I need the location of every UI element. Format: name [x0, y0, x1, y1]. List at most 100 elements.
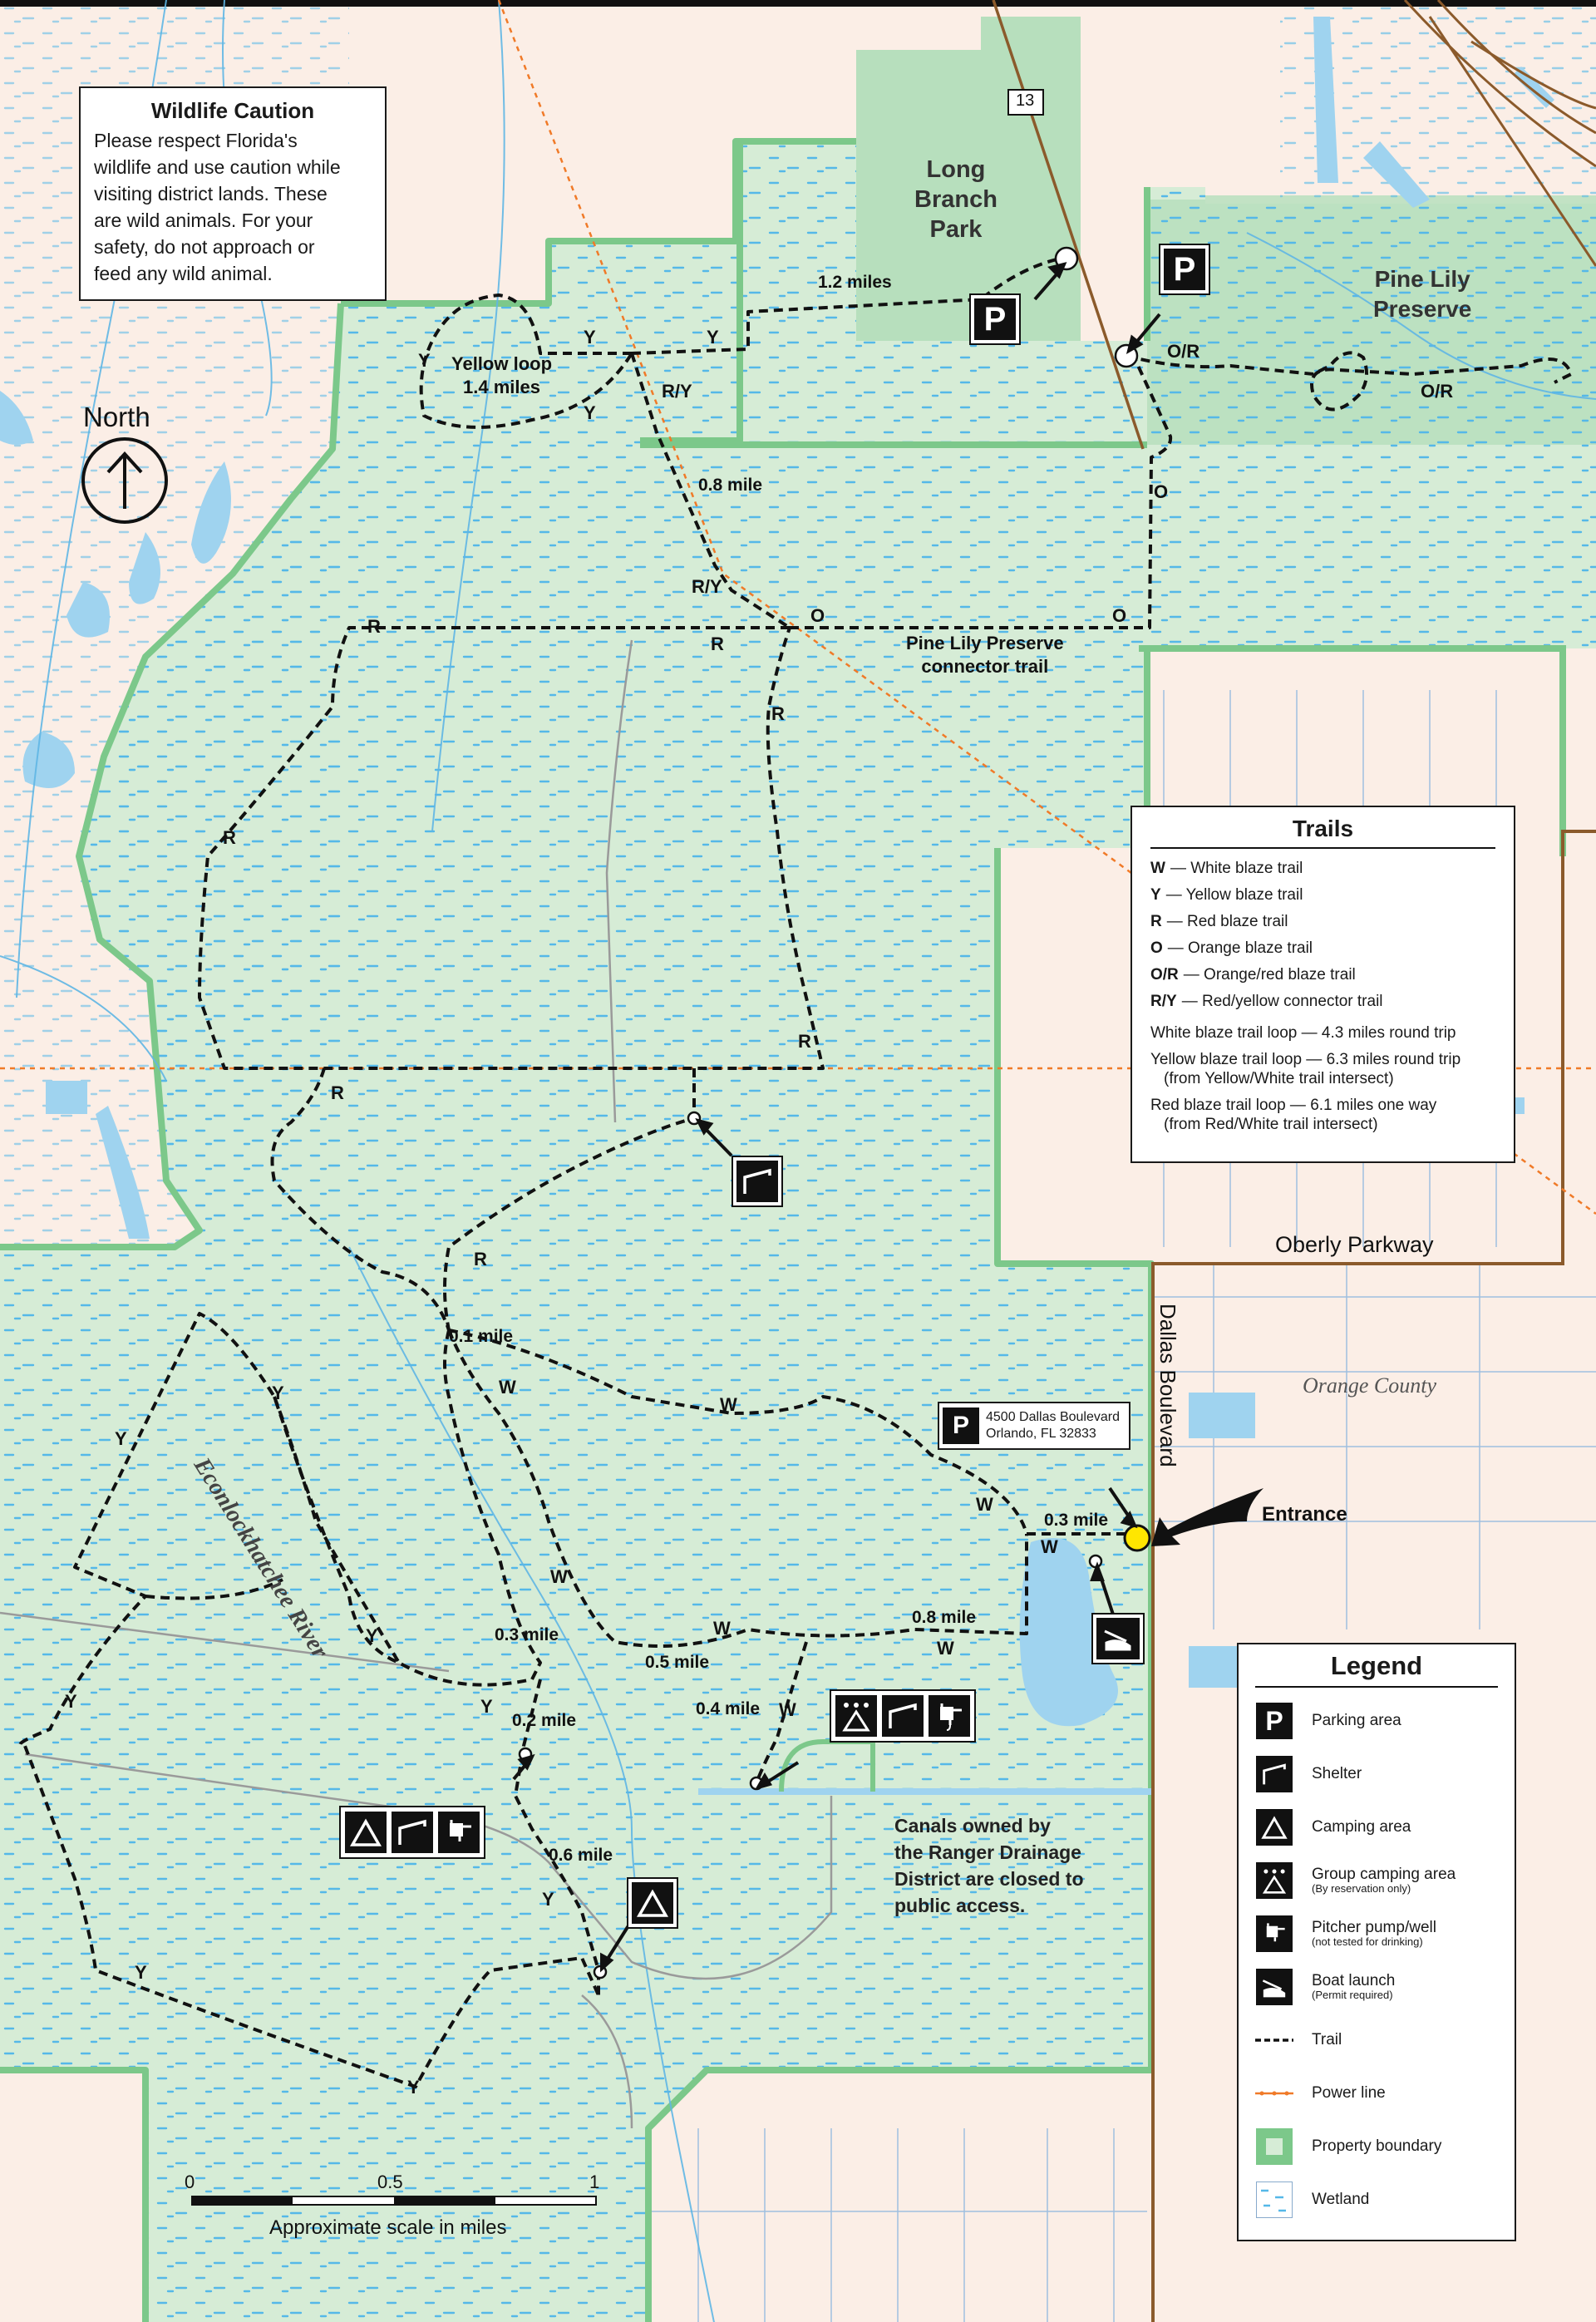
wildlife-caution-line: Please respect Florida's: [94, 130, 298, 151]
pump-icon[interactable]: [438, 1812, 480, 1853]
trail-loop-desc: Red blaze trail loop — 6.1 miles one way: [1150, 1097, 1437, 1114]
trail-letter: R: [331, 1082, 344, 1103]
legend-item: Group camping area(By reservation only): [1255, 1854, 1498, 1907]
legend-label-note: (By reservation only): [1312, 1882, 1411, 1895]
legend-item: Boat launch(Permit required): [1255, 1960, 1498, 2014]
distance-label: 0.3 mile: [495, 1625, 559, 1644]
legend-label-text: Camping area: [1312, 1818, 1411, 1836]
legend-item: Shelter: [1255, 1748, 1498, 1801]
trail-letter: Y: [542, 1889, 554, 1910]
wildlife-caution-line: feed any wild animal.: [94, 263, 273, 284]
canals-note-line: District are closed to: [894, 1868, 1084, 1890]
trail-letter: W: [550, 1566, 568, 1587]
camping-icon[interactable]: [345, 1812, 387, 1853]
pump-icon[interactable]: [929, 1695, 970, 1737]
legend-label-note: (not tested for drinking): [1312, 1935, 1423, 1948]
trail-letter: Y: [480, 1696, 493, 1717]
oberly-parkway-road: [1151, 830, 1596, 1265]
parking-icon[interactable]: P: [1159, 244, 1210, 295]
trail-letter: O: [1154, 481, 1169, 502]
boat-launch-icon: [1255, 1968, 1293, 2006]
legend-label-note: (Permit required): [1312, 1989, 1393, 2001]
trail-letter: W: [499, 1377, 516, 1398]
camping-icon[interactable]: [627, 1877, 678, 1929]
shelter-icon[interactable]: [732, 1156, 783, 1207]
wetland-icon: [1255, 2181, 1293, 2219]
legend-label: Pitcher pump/well(not tested for drinkin…: [1312, 1920, 1436, 1948]
wetland-texture: [0, 141, 1596, 2322]
trail-code: R: [1150, 913, 1162, 930]
trail-letter: O: [810, 605, 825, 626]
trail-loop-row: White blaze trail loop — 4.3 miles round…: [1150, 1023, 1495, 1043]
park-name-line: Branch: [914, 186, 998, 213]
trail-letter: W: [720, 1394, 737, 1415]
trail-code-desc: — Red/yellow connector trail: [1181, 993, 1383, 1010]
legend-label-text: Trail: [1312, 2031, 1342, 2048]
dallas-boulevard-label: Dallas Boulevard: [1155, 1304, 1180, 1467]
legend-label-text: Property boundary: [1312, 2137, 1442, 2155]
camping-icon: [1255, 1808, 1293, 1846]
legend-label-text: Pitcher pump/well: [1312, 1919, 1436, 1936]
boat-launch-icon[interactable]: [1091, 1613, 1145, 1664]
distance-label: 0.6 mile: [549, 1846, 613, 1865]
legend-label: Camping area: [1312, 1819, 1411, 1836]
trail-code-row: O/R— Orange/red blaze trail: [1150, 962, 1495, 988]
parking-icon[interactable]: P: [943, 1407, 979, 1444]
trail-code: R/Y: [1150, 993, 1177, 1010]
pump-icon: [1255, 1915, 1293, 1953]
trail-code: Y: [1150, 886, 1161, 904]
north-arrow-icon: [106, 451, 143, 509]
scale-tick-label: 0.5: [377, 2172, 403, 2192]
group-camping-icon[interactable]: [835, 1695, 877, 1737]
preserve-name-line: Pine Lily: [1374, 266, 1470, 292]
legend-label-text: Group camping area: [1312, 1866, 1456, 1883]
camp-icon-set: [339, 1806, 485, 1859]
north-compass-circle: [81, 437, 168, 524]
shelter-icon[interactable]: [882, 1695, 924, 1737]
pine-lily-preserve-label: Pine Lily Preserve: [1373, 264, 1471, 324]
trail-letter: W: [779, 1699, 796, 1720]
legend-item: Camping area: [1255, 1801, 1498, 1854]
trail-code-desc: — White blaze trail: [1170, 860, 1303, 877]
scale-bar: [191, 2196, 597, 2206]
trail-code-row: R/Y— Red/yellow connector trail: [1150, 988, 1495, 1015]
distance-label: 0.3 mile: [1044, 1511, 1109, 1530]
connector-trail-label: Pine Lily Preserve connector trail: [906, 632, 1064, 678]
address-line: Orlando, FL 32833: [986, 1427, 1096, 1441]
canals-note: Canals owned by the Ranger Drainage Dist…: [894, 1812, 1084, 1919]
distance-label: 0.5 mile: [645, 1653, 710, 1672]
parking-icon[interactable]: P: [969, 293, 1021, 345]
orange-county-label: Orange County: [1303, 1373, 1437, 1398]
trail-letter: Y: [584, 327, 596, 348]
legend-item: Property boundary: [1255, 2120, 1498, 2173]
canals-note-line: Canals owned by: [894, 1815, 1051, 1836]
legend-label: Boat launch(Permit required): [1312, 1973, 1395, 2001]
trail-code-row: O— Orange blaze trail: [1150, 935, 1495, 962]
legend-item: Trail: [1255, 2014, 1498, 2067]
legend-label: Parking area: [1312, 1713, 1401, 1729]
preserve-name-line: Preserve: [1373, 296, 1472, 322]
trail-code-row: R— Red blaze trail: [1150, 909, 1495, 935]
trail-letter: O/R: [1421, 381, 1454, 402]
trail-letter: W: [713, 1618, 731, 1639]
highway-interchange: [1403, 0, 1596, 267]
shelter-icon[interactable]: [392, 1812, 433, 1853]
yellow-loop-label: Yellow loop 1.4 miles: [451, 352, 552, 399]
scale-caption: Approximate scale in miles: [269, 2216, 507, 2239]
distance-label: 0.2 mile: [512, 1711, 577, 1730]
north-label: North: [83, 402, 150, 432]
legend-label: Power line: [1312, 2085, 1386, 2102]
trail-letter: O: [1112, 605, 1127, 626]
entrance-dot[interactable]: [1123, 1524, 1151, 1552]
trail-letter: W: [937, 1638, 954, 1659]
trail-letter: R/Y: [692, 576, 722, 597]
distance-label: 0.8 mile: [698, 476, 763, 495]
legend-label-text: Shelter: [1312, 1765, 1362, 1782]
trail-letter: R: [711, 633, 724, 654]
trail-code-row: W— White blaze trail: [1150, 855, 1495, 882]
legend-label-text: Boat launch: [1312, 1972, 1396, 1989]
trail-loop-note: (from Yellow/White trail intersect): [1164, 1070, 1394, 1087]
